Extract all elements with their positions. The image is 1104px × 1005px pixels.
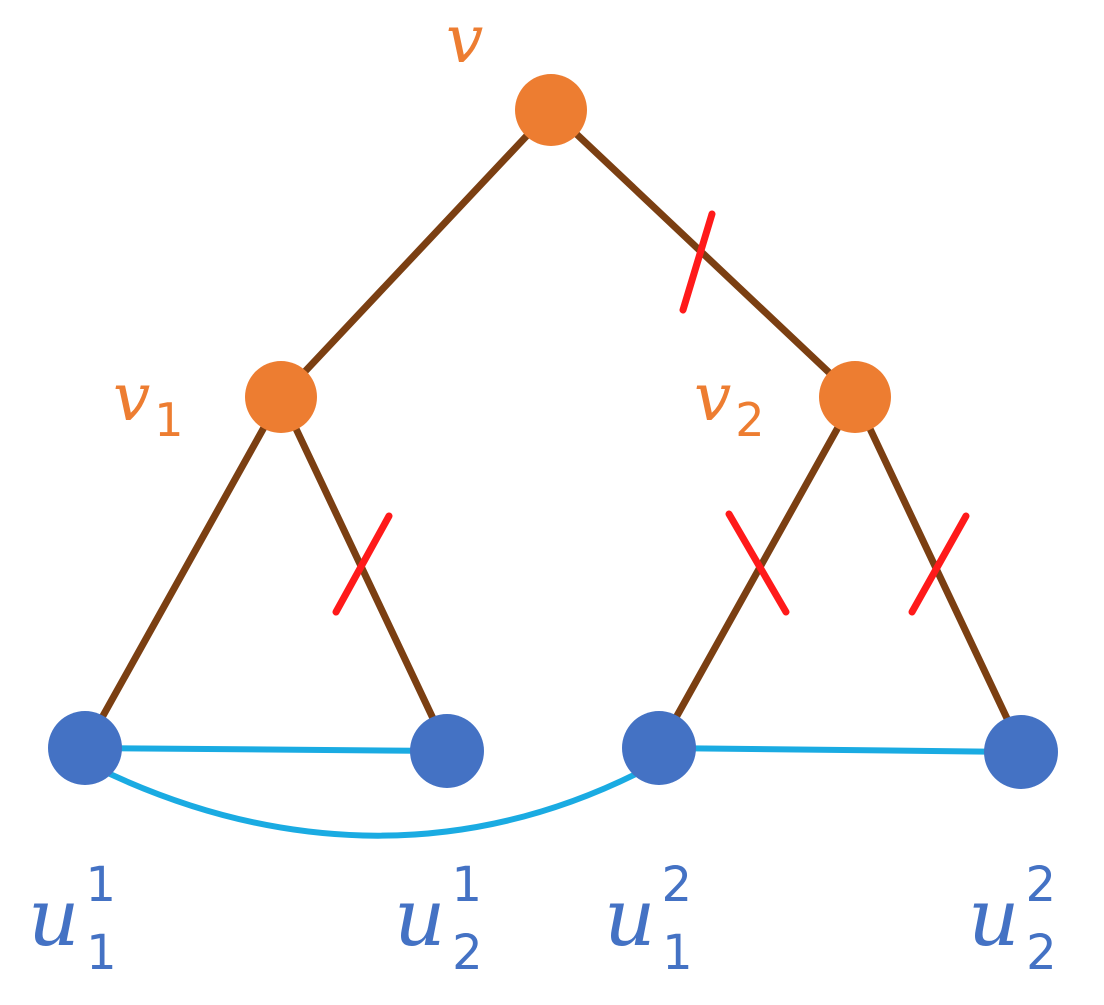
node-u22: [984, 715, 1058, 789]
label-v2: v2: [694, 359, 765, 447]
internal-nodes: [245, 74, 891, 433]
node-u11: [48, 711, 122, 785]
cut-mark-v1-u21: [332, 512, 393, 616]
cut-mark-v2-u12: [725, 510, 790, 616]
edge-v-v1: [277, 106, 555, 401]
cut-mark-v2-u22: [908, 512, 970, 616]
node-u12: [622, 711, 696, 785]
node-v2: [819, 361, 891, 433]
node-v1: [245, 361, 317, 433]
label-v: v: [446, 1, 483, 78]
leaf-edge-u12-u22: [656, 745, 1024, 755]
tree-edges: [81, 106, 1025, 752]
leaf-edge-u11-u12: [82, 759, 662, 839]
leaf-edges: [82, 745, 1024, 839]
leaf-nodes: [48, 711, 1058, 789]
node-u21: [410, 714, 484, 788]
node-v: [515, 74, 587, 146]
edge-v1-u11: [81, 393, 285, 752]
cut-marks: [332, 210, 970, 616]
edge-v1-u21: [277, 393, 451, 752]
label-v1: v1: [113, 359, 184, 447]
internal-labels: v v1 v2: [113, 1, 765, 447]
leaf-edge-u11-u21: [82, 745, 450, 754]
edge-v2-u12: [655, 393, 859, 752]
cut-mark-v-v2: [679, 210, 716, 314]
